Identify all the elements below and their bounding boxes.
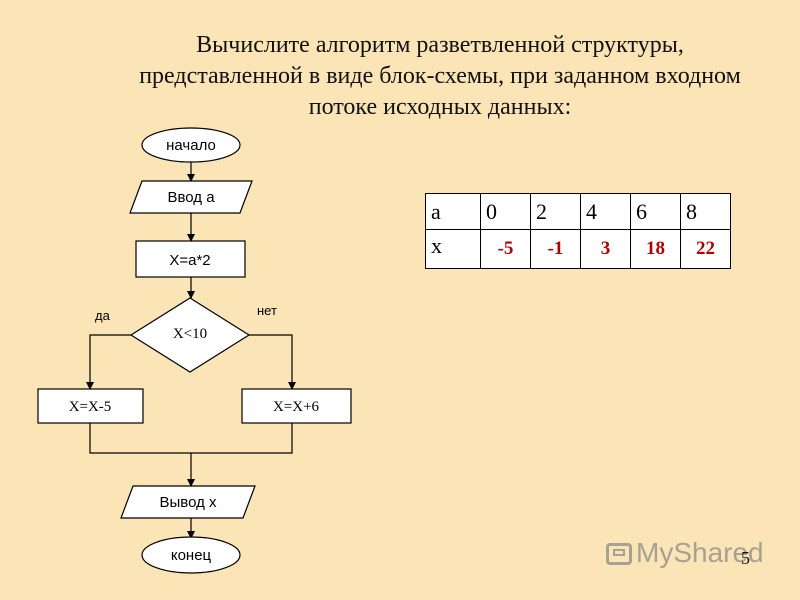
row-x-header: х: [425, 229, 481, 269]
yes-branch-box: [37, 388, 144, 424]
input-parallelogram: [129, 180, 253, 214]
input-label: Ввод а: [167, 189, 215, 206]
data-table: а 0 2 4 6 8 х -5 -1 3 18 22: [425, 193, 731, 269]
yes-branch-label: Х=Х-5: [69, 399, 112, 415]
connector-yes-merge: [89, 423, 293, 454]
slide-title: Вычислите алгоритм разветвленной структу…: [90, 30, 790, 123]
watermark-text: MyShared: [636, 537, 764, 568]
x-result: 18: [630, 229, 681, 269]
x-result: -5: [480, 229, 531, 269]
start-terminal: [141, 127, 241, 163]
row-a-header: а: [425, 193, 481, 230]
connector-yes-branch: [86, 334, 131, 390]
a-value: 4: [580, 193, 631, 230]
table-row-a: а 0 2 4 6 8: [425, 193, 731, 230]
title-line-1: Вычислите алгоритм разветвленной структу…: [196, 32, 684, 58]
condition-diamond: [129, 297, 251, 373]
table-row-x: х -5 -1 3 18 22: [425, 229, 731, 269]
process-box: [135, 240, 246, 278]
watermark: MyShared: [606, 537, 764, 569]
title-line-3: потоке исходных данных:: [308, 94, 572, 120]
a-value: 0: [480, 193, 531, 230]
yes-label: да: [95, 308, 111, 323]
x-result: -1: [530, 229, 581, 269]
monitor-icon: [606, 543, 632, 565]
title-line-2: представленной в виде блок-схемы, при за…: [139, 63, 741, 89]
x-result: 3: [580, 229, 631, 269]
a-value: 8: [680, 193, 731, 230]
page-number: 5: [741, 548, 750, 568]
no-label: нет: [257, 303, 277, 318]
x-result: 22: [680, 229, 731, 269]
a-value: 2: [530, 193, 581, 230]
no-branch-box: [241, 388, 352, 424]
no-branch-label: Х=Х+6: [273, 399, 320, 415]
output-label: Вывод х: [159, 494, 217, 511]
a-value: 6: [630, 193, 681, 230]
start-label: начало: [166, 137, 216, 154]
condition-label: Х<10: [173, 326, 207, 342]
process-label: Х=а*2: [169, 252, 210, 269]
connector-no-branch: [249, 334, 296, 390]
end-terminal: [141, 536, 241, 574]
output-parallelogram: [120, 485, 256, 519]
end-label: конец: [171, 547, 212, 564]
